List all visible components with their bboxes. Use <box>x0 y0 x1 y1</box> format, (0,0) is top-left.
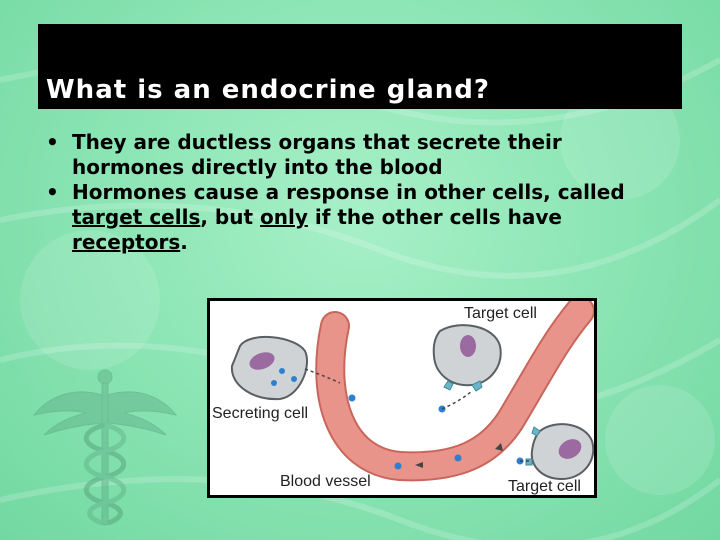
term-only: only <box>260 205 308 229</box>
target-cell-bottom-shape <box>525 423 594 481</box>
bullet-item: • Hormones cause a response in other cel… <box>46 180 676 255</box>
bullet-text-part: if the other cells have <box>307 205 562 229</box>
bullet-text-part: Hormones cause a response in other cells… <box>72 180 625 204</box>
term-receptors: receptors <box>72 230 181 254</box>
bullet-symbol: • <box>46 130 59 154</box>
label-target-cell-bottom: Target cell <box>508 478 581 495</box>
flow-arrows <box>415 443 503 468</box>
label-target-cell-top: Target cell <box>464 305 537 322</box>
endocrine-diagram: Target cell Secreting cell Blood vessel … <box>207 298 597 498</box>
label-blood-vessel: Blood vessel <box>280 473 371 490</box>
term-target-cells: target cells <box>72 205 201 229</box>
bullet-symbol: • <box>46 180 59 204</box>
bullet-text: They are ductless organs that secrete th… <box>72 130 562 179</box>
bullet-text-part: , but <box>200 205 260 229</box>
bullet-item: • They are ductless organs that secrete … <box>46 130 676 180</box>
diagram-art <box>230 301 594 482</box>
label-secreting-cell: Secreting cell <box>212 405 309 422</box>
title-bar: What is an endocrine gland? <box>38 24 682 109</box>
secreting-cell-shape <box>230 335 308 401</box>
bullet-list: • They are ductless organs that secrete … <box>46 130 676 255</box>
slide-title: What is an endocrine gland? <box>46 75 490 105</box>
caduceus-icon <box>32 369 178 526</box>
blood-vessel-inner <box>317 301 593 480</box>
target-cell-top-shape <box>432 324 502 392</box>
bullet-text-part: . <box>180 230 188 254</box>
